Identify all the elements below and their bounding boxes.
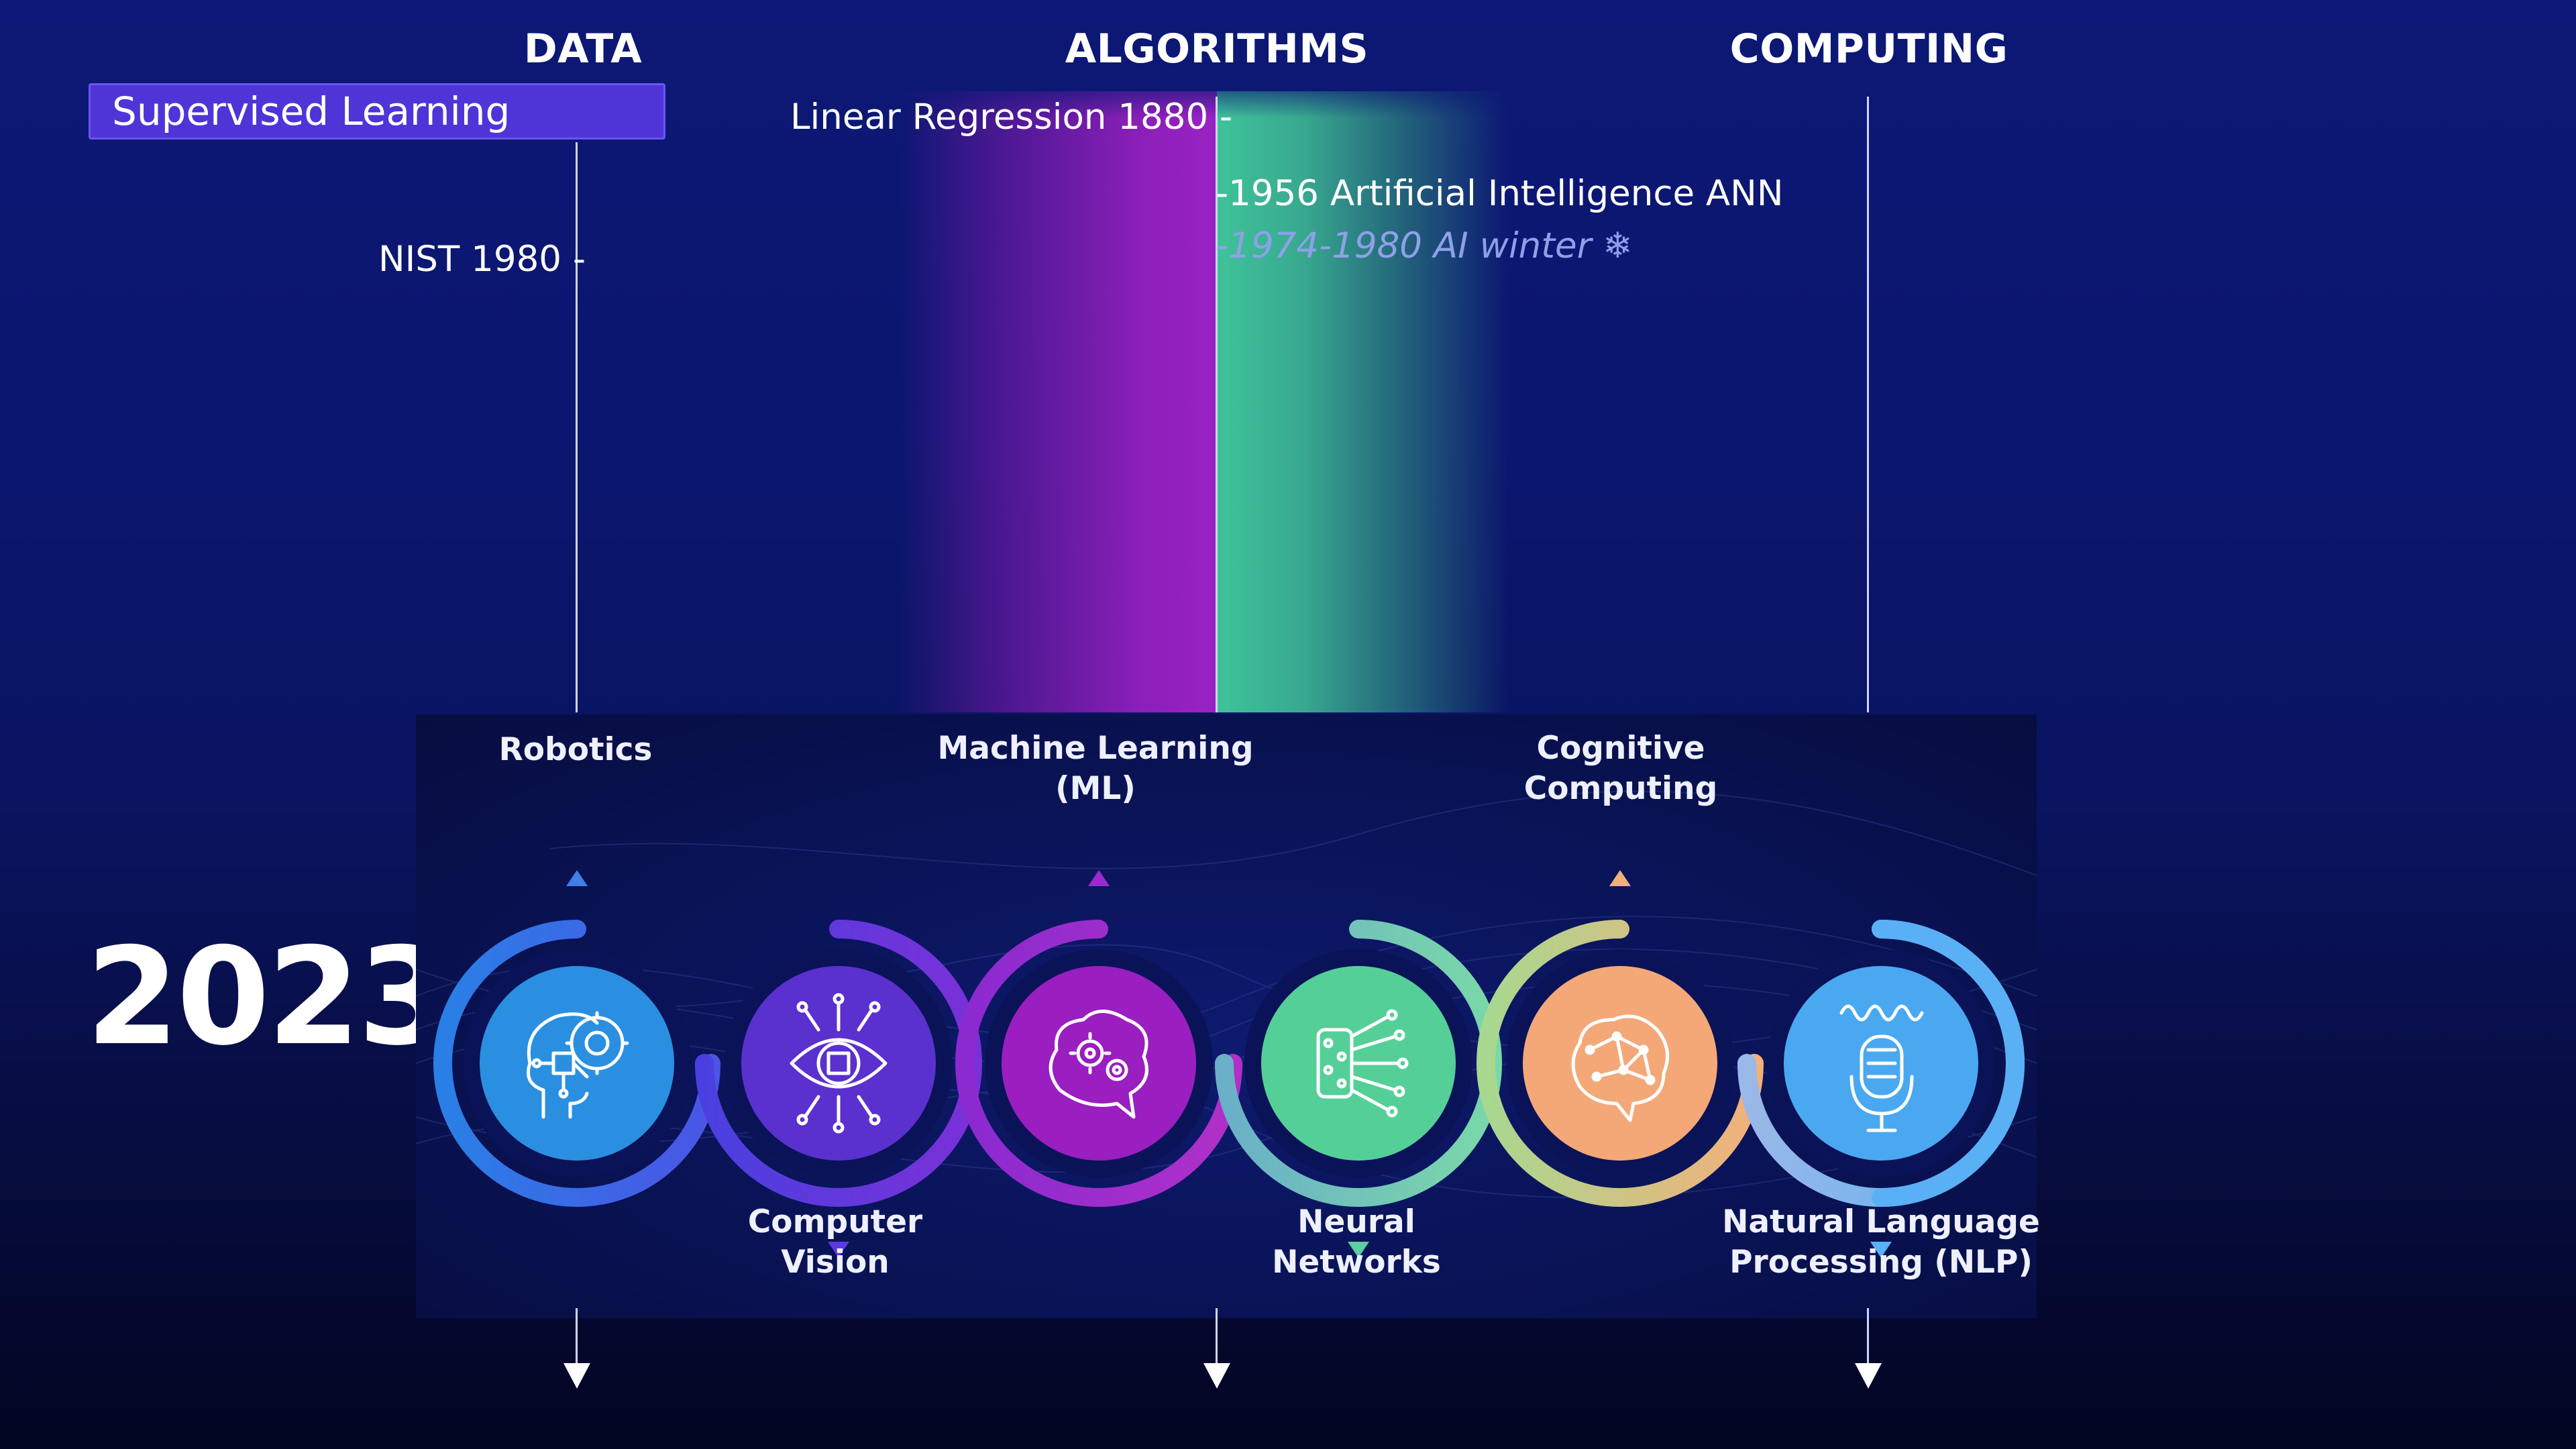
robot-head-gear-icon <box>527 1011 629 1119</box>
eye-chip-icon <box>790 993 888 1134</box>
nlp-pointer <box>1870 1242 1892 1258</box>
robotics-circle <box>480 966 674 1161</box>
ml-label-line1: Machine Learning <box>937 730 1254 767</box>
neural-networks-label-line1: Neural <box>1297 1203 1415 1240</box>
header-algorithms: ALGORITHMS <box>1065 25 1369 72</box>
computing-bottom-arrow-line <box>1867 1308 1869 1365</box>
cognitive-ring-arc <box>1477 920 1764 1207</box>
brain-network-icon <box>1571 1014 1670 1122</box>
ml-ring-arc <box>955 920 1242 1207</box>
band-top-fade <box>899 91 1509 118</box>
nlp-ring-arc-outer <box>1872 920 2025 1207</box>
neural-networks-label: Neural Networks <box>1182 1202 1531 1283</box>
computing-bottom-arrowhead <box>1855 1363 1882 1389</box>
neural-ring-arc <box>1215 920 1502 1207</box>
algorithms-timeline-line <box>1216 97 1218 712</box>
neural-networks-label-line2: Networks <box>1272 1244 1441 1281</box>
nlp-label-line2: Processing (NLP) <box>1729 1244 2033 1281</box>
ml-pointer <box>1088 870 1110 886</box>
computing-timeline-line <box>1867 97 1869 712</box>
computer-vision-circle <box>741 966 936 1161</box>
microphone-wave-icon <box>1839 1004 1924 1132</box>
algorithms-band-teal <box>1217 91 1509 712</box>
event-nist-1980: NIST 1980 - <box>378 239 586 280</box>
computer-vision-label-line2: Vision <box>781 1244 890 1281</box>
computer-vision-ring-arc <box>695 920 982 1207</box>
data-bottom-arrow-line <box>576 1308 578 1365</box>
header-computing: COMPUTING <box>1729 25 2008 72</box>
header-data: DATA <box>523 25 643 72</box>
data-timeline-line <box>576 142 578 712</box>
nlp-label: Natural Language Processing (NLP) <box>1707 1202 2055 1283</box>
ai-technologies-infographic <box>415 714 2037 1318</box>
neural-pointer <box>1348 1242 1369 1258</box>
neural-network-icon <box>1316 1009 1409 1118</box>
computer-vision-label-line1: Computer <box>747 1203 923 1240</box>
cognitive-computing-label: Cognitive Computing <box>1446 729 1795 809</box>
ml-label: Machine Learning (ML) <box>921 729 1270 809</box>
robotics-ring-arc <box>433 920 720 1207</box>
computer-vision-label: Computer Vision <box>661 1202 1010 1283</box>
robotics-pointer <box>566 870 588 886</box>
nlp-label-line1: Natural Language <box>1722 1203 2040 1240</box>
ml-label-line2: (ML) <box>1055 770 1136 807</box>
data-bottom-arrowhead <box>564 1363 590 1389</box>
algorithms-bottom-arrow-line <box>1216 1308 1218 1365</box>
computer-vision-pointer <box>828 1242 849 1258</box>
robotics-label: Robotics <box>401 730 750 770</box>
algorithms-band-purple <box>899 91 1217 712</box>
event-linear-regression: Linear Regression 1880 - <box>790 97 1233 138</box>
robotics-label-line1: Robotics <box>498 731 653 768</box>
cognitive-computing-label-line2: Computing <box>1523 770 1718 807</box>
event-ai-1956: -1956 Artificial Intelligence ANN <box>1216 173 1784 214</box>
brain-gears-icon <box>1049 1010 1148 1119</box>
supervised-learning-label: Supervised Learning <box>89 83 665 140</box>
algorithms-bottom-arrowhead <box>1203 1363 1230 1389</box>
cognitive-computing-label-line1: Cognitive <box>1536 730 1705 767</box>
infographic-svg <box>415 790 2037 1258</box>
event-ai-winter: -1974-1980 AI winter ❄ <box>1216 225 1633 266</box>
year-label: 2023 <box>86 919 451 1075</box>
cognitive-pointer <box>1609 870 1631 886</box>
cognitive-circle <box>1523 966 1717 1161</box>
